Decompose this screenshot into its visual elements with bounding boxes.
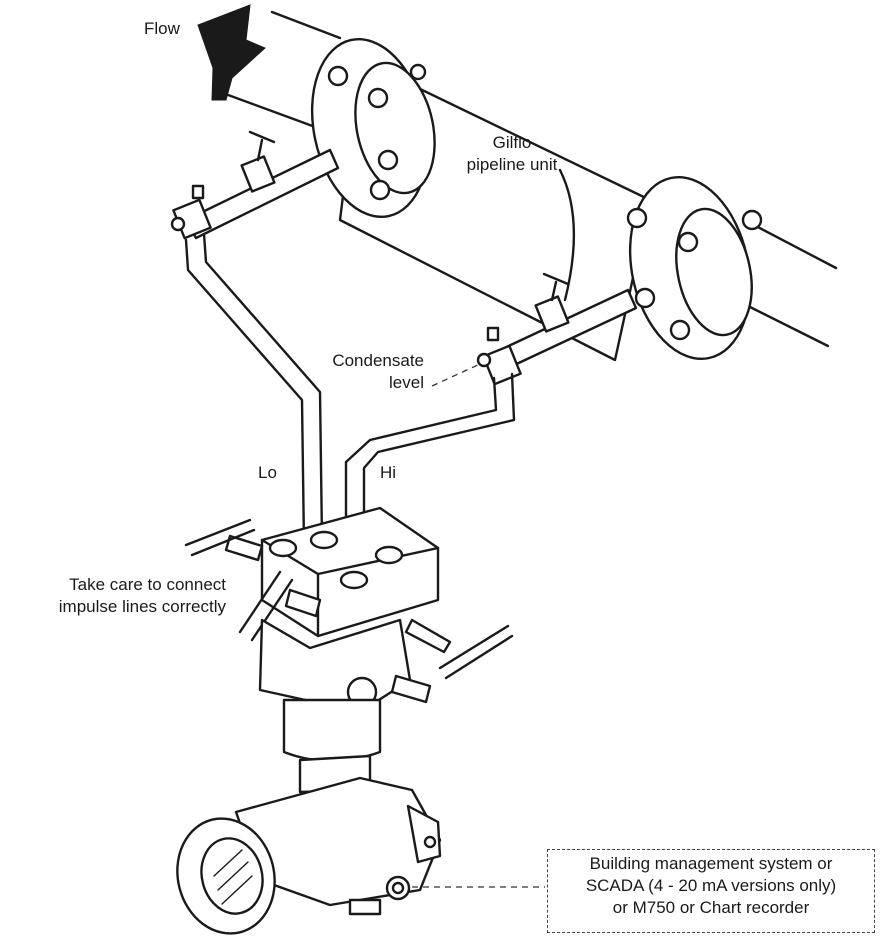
- condensate-label-line1: Condensate: [332, 351, 424, 370]
- unit-label-line1: Gilflo: [492, 133, 532, 152]
- flow-label: Flow: [144, 19, 180, 38]
- lo-tapping-valves: [170, 130, 340, 240]
- dp-transmitter: [258, 618, 432, 794]
- hi-label: Hi: [380, 463, 397, 482]
- condensate-leader: [431, 363, 481, 387]
- upstream-flange: [310, 38, 436, 218]
- unit-label: Gilflo pipeline unit: [442, 132, 582, 176]
- pipeline: [218, 10, 838, 348]
- impulse-line-lo: [184, 232, 324, 547]
- valve-manifold: [184, 506, 514, 680]
- lo-label: Lo: [258, 463, 277, 482]
- condensate-label-line2: level: [389, 373, 424, 392]
- care-note: Take care to connect impulse lines corre…: [0, 574, 226, 618]
- condensate-label: Condensate level: [290, 350, 424, 394]
- impulse-line-hi: [344, 372, 516, 570]
- unit-label-line2: pipeline unit: [466, 155, 558, 174]
- output-line-2: SCADA (4 - 20 mA versions only): [585, 876, 837, 895]
- care-note-line2: impulse lines correctly: [58, 597, 226, 616]
- output-destinations-box: Building management system or SCADA (4 -…: [547, 849, 875, 933]
- downstream-flange: [626, 176, 763, 360]
- hi-tapping-valves: [476, 272, 638, 386]
- flow-arrow-icon: [197, 4, 266, 101]
- electronics-housing: [176, 776, 442, 935]
- care-note-line1: Take care to connect: [69, 575, 226, 594]
- output-line-1: Building management system or: [589, 854, 833, 873]
- output-line-3: or M750 or Chart recorder: [612, 898, 810, 917]
